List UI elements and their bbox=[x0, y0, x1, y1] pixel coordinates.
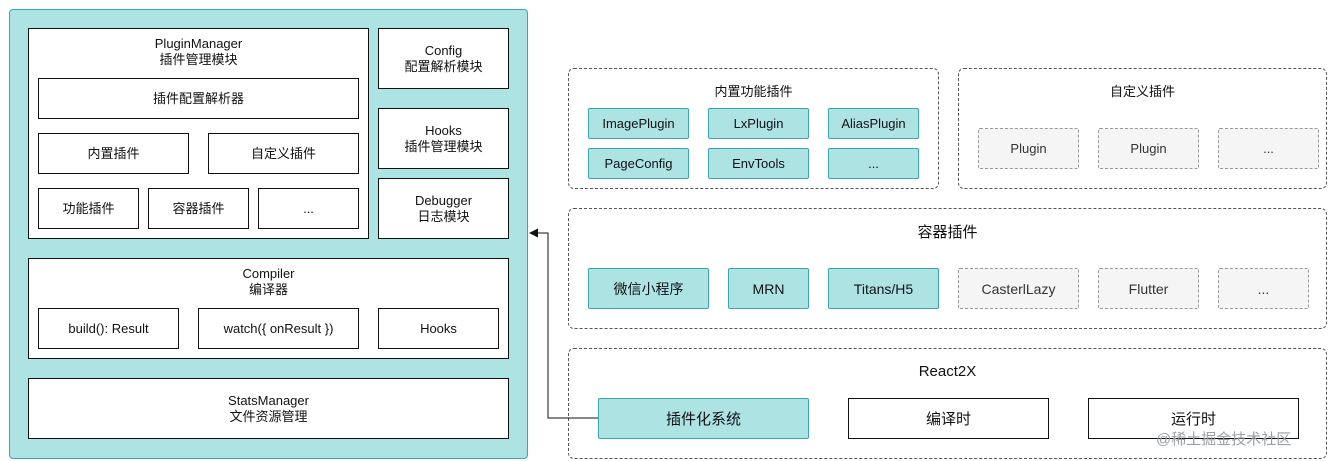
hooks-title: Hooks bbox=[425, 122, 462, 138]
builtin-plugin-label: ... bbox=[868, 156, 879, 171]
feature-plugins-label: 功能插件 bbox=[62, 200, 115, 216]
react2x-group-title: React2X bbox=[918, 363, 977, 380]
custom-plugin-label: Plugin bbox=[1010, 141, 1047, 156]
container-plugin-mrn: MRN bbox=[728, 268, 809, 309]
compiler-title: Compiler bbox=[242, 266, 295, 281]
builtin-plugin-pageconfig: PageConfig bbox=[588, 148, 689, 179]
react2x-plugin-system: 插件化系统 bbox=[598, 398, 809, 439]
hooks-subtitle: 插件管理模块 bbox=[404, 138, 483, 154]
container-plugins-label: 容器插件 bbox=[172, 200, 225, 216]
plugin-config-parser-label: 插件配置解析器 bbox=[152, 90, 244, 106]
custom-plugin-label: Plugin bbox=[1130, 141, 1167, 156]
container-plugin-label: Flutter bbox=[1128, 280, 1169, 297]
compiler-subtitle: 编译器 bbox=[248, 282, 288, 297]
more-plugins-label: ... bbox=[303, 200, 314, 216]
compiler-build-box: build(): Result bbox=[38, 308, 179, 349]
custom-plugins-box: 自定义插件 bbox=[208, 133, 359, 174]
config-subtitle: 配置解析模块 bbox=[404, 58, 483, 74]
container-plugin-titans: Titans/H5 bbox=[828, 268, 939, 309]
feature-plugins-box: 功能插件 bbox=[38, 188, 139, 229]
debugger-box: Debugger 日志模块 bbox=[378, 178, 509, 239]
container-plugin-label: MRN bbox=[752, 280, 785, 297]
builtin-plugin-envtools: EnvTools bbox=[708, 148, 809, 179]
builtin-plugins-label: 内置插件 bbox=[87, 145, 140, 161]
container-plugin-wechat: 微信小程序 bbox=[588, 268, 709, 309]
debugger-title: Debugger bbox=[414, 192, 473, 208]
container-plugin-label: 微信小程序 bbox=[613, 280, 684, 297]
custom-plugin-2: Plugin bbox=[1098, 128, 1199, 169]
hooks-box: Hooks 插件管理模块 bbox=[378, 108, 509, 169]
stats-manager-box: StatsManager 文件资源管理 bbox=[28, 378, 509, 439]
watermark-text: @稀土掘金技术社区 bbox=[1156, 431, 1292, 448]
builtin-plugin-label: PageConfig bbox=[604, 156, 673, 171]
react2x-compile-time: 编译时 bbox=[848, 398, 1049, 439]
builtin-plugin-label: LxPlugin bbox=[733, 116, 784, 131]
config-title: Config bbox=[424, 42, 463, 58]
custom-plugin-more: ... bbox=[1218, 128, 1319, 169]
plugin-manager-title: PluginManager bbox=[154, 36, 243, 51]
builtin-plugin-label: AliasPlugin bbox=[841, 116, 906, 131]
builtin-plugin-more: ... bbox=[828, 148, 919, 179]
container-plugin-more: ... bbox=[1218, 268, 1309, 309]
container-plugin-label: Titans/H5 bbox=[853, 280, 914, 297]
custom-plugin-1: Plugin bbox=[978, 128, 1079, 169]
container-plugin-label: CasterlLazy bbox=[981, 280, 1056, 297]
container-plugin-caster: CasterlLazy bbox=[958, 268, 1079, 309]
react2x-item-label: 运行时 bbox=[1170, 411, 1216, 428]
config-box: Config 配置解析模块 bbox=[378, 28, 509, 89]
react2x-runtime: 运行时 bbox=[1088, 398, 1299, 439]
custom-group-title: 自定义插件 bbox=[1109, 84, 1175, 99]
compiler-build-label: build(): Result bbox=[68, 320, 149, 336]
custom-plugin-label: ... bbox=[1263, 141, 1274, 156]
builtin-plugin-lx: LxPlugin bbox=[708, 108, 809, 139]
builtin-plugin-image: ImagePlugin bbox=[588, 108, 689, 139]
builtin-plugin-label: EnvTools bbox=[732, 156, 785, 171]
compiler-hooks-label: Hooks bbox=[420, 320, 457, 336]
container-plugin-label: ... bbox=[1257, 280, 1270, 297]
more-plugins-box: ... bbox=[258, 188, 359, 229]
stats-manager-title: StatsManager bbox=[228, 392, 309, 408]
builtin-plugin-label: ImagePlugin bbox=[602, 116, 675, 131]
react2x-item-label: 插件化系统 bbox=[665, 411, 741, 428]
builtin-group-title: 内置功能插件 bbox=[714, 84, 793, 99]
compiler-watch-box: watch({ onResult }) bbox=[198, 308, 359, 349]
builtin-plugin-alias: AliasPlugin bbox=[828, 108, 919, 139]
custom-plugins-label: 自定义插件 bbox=[250, 145, 316, 161]
plugin-manager-subtitle: 插件管理模块 bbox=[159, 52, 238, 67]
debugger-subtitle: 日志模块 bbox=[417, 208, 470, 224]
container-group-title: 容器插件 bbox=[917, 224, 978, 241]
container-plugin-flutter: Flutter bbox=[1098, 268, 1199, 309]
container-plugins-box: 容器插件 bbox=[148, 188, 249, 229]
stats-manager-subtitle: 文件资源管理 bbox=[229, 408, 308, 424]
compiler-watch-label: watch({ onResult }) bbox=[223, 320, 334, 336]
compiler-hooks-box: Hooks bbox=[378, 308, 499, 349]
react2x-item-label: 编译时 bbox=[925, 411, 971, 428]
plugin-config-parser-box: 插件配置解析器 bbox=[38, 78, 359, 119]
builtin-plugins-box: 内置插件 bbox=[38, 133, 189, 174]
